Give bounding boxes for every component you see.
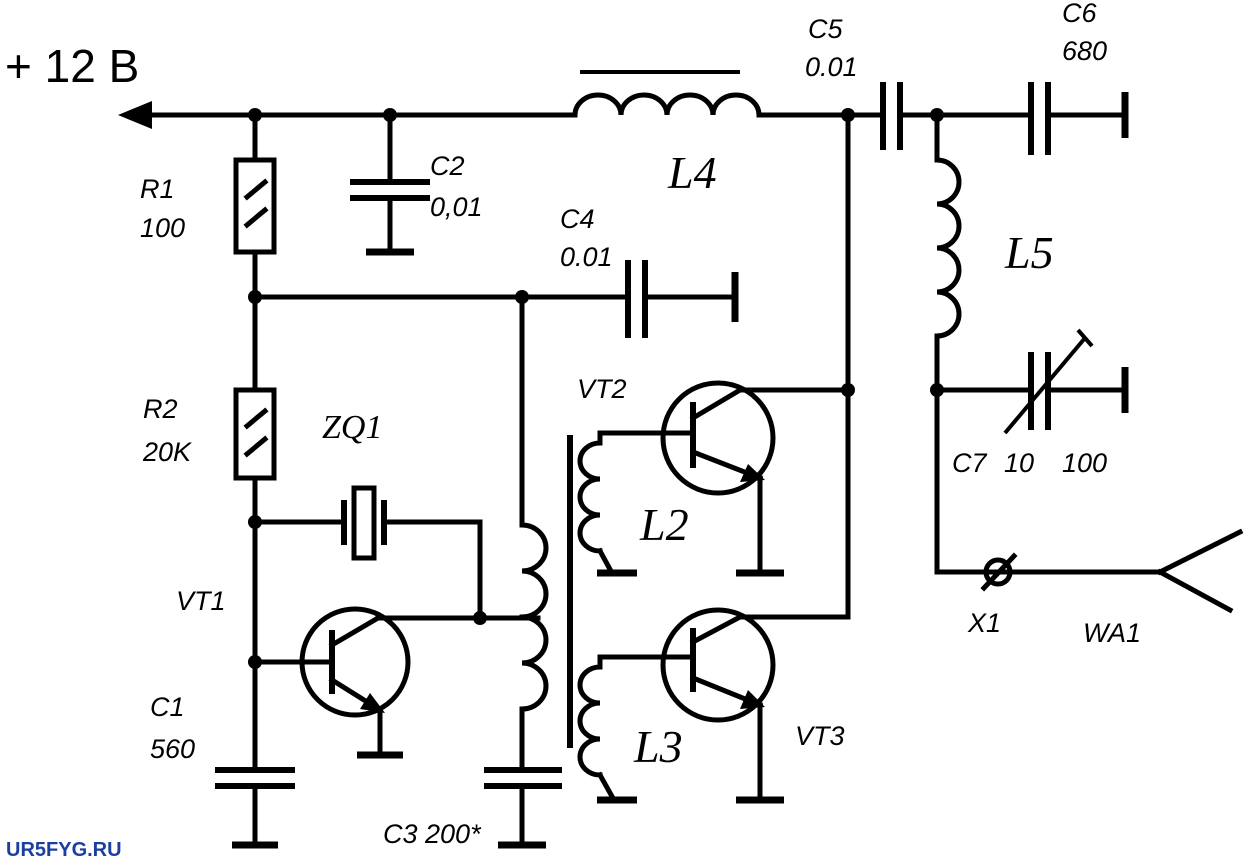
inductor-l2	[577, 430, 671, 577]
l3-label: L3	[633, 721, 683, 772]
vt1-label: VT1	[176, 586, 226, 616]
supply-label: + 12 В	[5, 40, 139, 92]
capacitor-c4	[625, 260, 739, 338]
r2-value: 20K	[142, 437, 192, 467]
transistor-vt1	[252, 606, 541, 759]
c7-max: 100	[1062, 448, 1107, 478]
l4-label: L4	[667, 147, 717, 198]
vt3-label: VT3	[795, 721, 845, 751]
zq1-label: ZQ1	[322, 409, 382, 446]
inductor-l4	[572, 70, 881, 118]
l5-label: L5	[1004, 227, 1054, 278]
supply-terminal	[118, 101, 578, 129]
capacitor-c5	[880, 82, 1031, 150]
l2-label: L2	[639, 499, 689, 550]
c2-ref: C2	[430, 151, 465, 181]
c4-value: 0.01	[560, 242, 613, 272]
c1-value: 560	[150, 734, 195, 764]
c1-ref: C1	[150, 692, 185, 722]
c7-ref: C7	[952, 448, 987, 478]
inductor-l3	[577, 654, 671, 804]
wa1-label: WA1	[1083, 618, 1141, 648]
x1-label: X1	[967, 608, 1001, 638]
crystal-zq1	[252, 485, 483, 621]
antenna-wa1	[1156, 528, 1244, 614]
c4-ref: C4	[560, 204, 595, 234]
c7-min: 10	[1004, 448, 1034, 478]
capacitor-c3	[484, 767, 562, 849]
c5-value: 0.01	[805, 52, 858, 82]
c6-value: 680	[1062, 36, 1107, 66]
capacitor-c6	[1028, 82, 1129, 155]
c3-label: C3 200*	[383, 819, 482, 849]
r1-ref: R1	[140, 174, 175, 204]
transformer-primary	[519, 294, 549, 773]
r2-ref: R2	[143, 394, 178, 424]
resistor-r1	[233, 112, 277, 393]
resistor-r2	[233, 387, 277, 771]
connector-x1	[934, 552, 1163, 592]
transistor-vt3	[660, 607, 851, 804]
inductor-l5	[934, 112, 962, 575]
capacitor-c1	[215, 767, 295, 849]
watermark: UR5FYG.RU	[6, 839, 122, 861]
vt2-label: VT2	[577, 374, 627, 404]
transistor-vt2	[660, 380, 851, 577]
c2-value: 0,01	[430, 192, 483, 222]
c5-ref: C5	[808, 14, 843, 44]
r1-value: 100	[140, 213, 185, 243]
capacitor-c2	[350, 112, 430, 256]
c6-ref: C6	[1062, 0, 1097, 28]
capacitor-c7	[934, 328, 1129, 435]
junction-dots	[248, 108, 944, 669]
